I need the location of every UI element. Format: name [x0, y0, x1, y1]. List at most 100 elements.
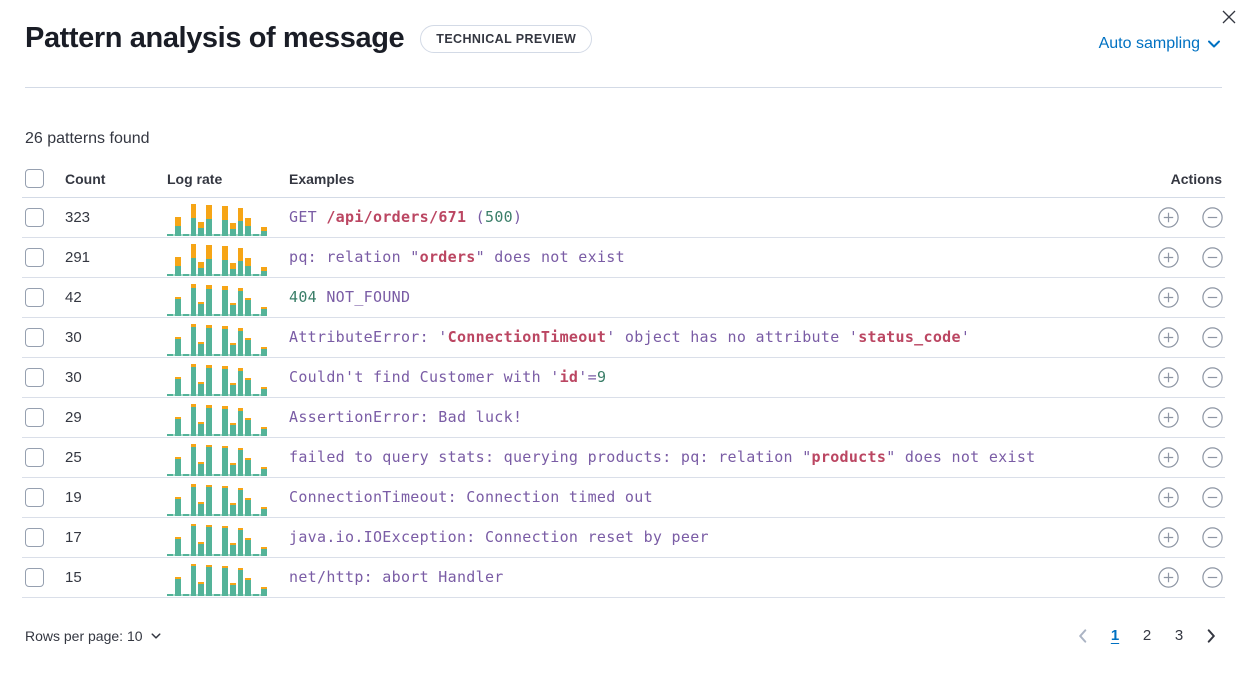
spark-bar-orange-segment — [221, 325, 228, 329]
spark-bar-orange-segment — [229, 582, 236, 585]
log-rate-chart — [167, 520, 267, 556]
spark-bar-teal-segment — [190, 287, 197, 316]
row-checkbox[interactable] — [25, 368, 44, 387]
example-token: orders — [419, 248, 476, 266]
row-checkbox[interactable] — [25, 448, 44, 467]
spark-bar — [237, 207, 244, 236]
add-filter-button[interactable] — [1157, 487, 1179, 508]
add-filter-button[interactable] — [1157, 447, 1179, 468]
row-checkbox[interactable] — [25, 208, 44, 227]
spark-bar-orange-segment — [261, 226, 267, 231]
add-filter-button[interactable] — [1157, 207, 1179, 228]
pattern-count: 17 — [65, 517, 167, 558]
add-filter-button[interactable] — [1157, 407, 1179, 428]
pattern-example: java.io.IOException: Connection reset by… — [289, 528, 709, 546]
chevron-right-icon — [1207, 629, 1215, 643]
row-checkbox[interactable] — [25, 328, 44, 347]
remove-filter-button[interactable] — [1202, 287, 1223, 308]
spark-bar-teal-segment — [198, 503, 205, 516]
spark-bar-teal-segment — [174, 298, 181, 316]
previous-page-button[interactable] — [1072, 627, 1094, 645]
remove-filter-button[interactable] — [1202, 367, 1223, 388]
spark-bar-teal-segment — [229, 228, 236, 236]
spark-bar — [214, 233, 220, 236]
add-filter-button[interactable] — [1157, 367, 1179, 388]
spark-bar-orange-segment — [190, 243, 197, 258]
remove-filter-button[interactable] — [1202, 327, 1223, 348]
close-button[interactable] — [1216, 4, 1242, 30]
row-checkbox[interactable] — [25, 488, 44, 507]
spark-bar-teal-segment — [190, 565, 197, 596]
example-token — [466, 208, 475, 226]
row-checkbox[interactable] — [25, 288, 44, 307]
spark-bar-teal-segment — [214, 393, 220, 396]
spark-bar — [253, 233, 260, 236]
pattern-count: 42 — [65, 277, 167, 318]
spark-bar-orange-segment — [245, 217, 252, 226]
row-checkbox[interactable] — [25, 248, 44, 267]
spark-bar — [261, 306, 267, 316]
pattern-table-body: 323 GET /api/orders/671 (500) — [22, 197, 1225, 598]
spark-bar — [167, 433, 173, 436]
select-all-checkbox[interactable] — [25, 169, 44, 188]
spark-bar — [229, 502, 236, 516]
spark-bar-teal-segment — [198, 383, 205, 396]
spark-bar-teal-segment — [237, 260, 244, 276]
spark-bar — [214, 553, 220, 556]
remove-filter-button[interactable] — [1202, 447, 1223, 468]
spark-bar-teal-segment — [198, 543, 205, 556]
remove-filter-button[interactable] — [1202, 247, 1223, 268]
rows-per-page-button[interactable]: Rows per page: 10 — [25, 628, 162, 644]
row-checkbox[interactable] — [25, 568, 44, 587]
spark-bar-orange-segment — [198, 341, 205, 344]
spark-bar — [198, 261, 205, 276]
spark-bar-orange-segment — [245, 377, 252, 380]
next-page-button[interactable] — [1200, 627, 1222, 645]
remove-filter-button[interactable] — [1202, 567, 1223, 588]
spark-bar-teal-segment — [221, 259, 228, 276]
spark-bar — [253, 433, 260, 436]
sampling-dropdown[interactable]: Auto sampling — [1099, 35, 1222, 53]
page-button-3[interactable]: 3 — [1168, 623, 1190, 649]
add-filter-button[interactable] — [1157, 247, 1179, 268]
page-button-2[interactable]: 2 — [1136, 623, 1158, 649]
spark-bar — [167, 313, 173, 316]
spark-bar — [206, 204, 213, 236]
spark-bar-orange-segment — [206, 564, 213, 567]
remove-filter-button[interactable] — [1202, 407, 1223, 428]
minus-in-circle-icon — [1202, 367, 1223, 388]
spark-bar-orange-segment — [206, 364, 213, 368]
add-filter-button[interactable] — [1157, 287, 1179, 308]
spark-bar-teal-segment — [167, 553, 173, 556]
remove-filter-button[interactable] — [1202, 487, 1223, 508]
pattern-example: ConnectionTimeout: Connection timed out — [289, 488, 653, 506]
remove-filter-button[interactable] — [1202, 527, 1223, 548]
spark-bar — [190, 203, 197, 236]
spark-bar-orange-segment — [229, 382, 236, 385]
add-filter-button[interactable] — [1157, 327, 1179, 348]
spark-bar-orange-segment — [261, 506, 267, 509]
spark-bar-teal-segment — [206, 526, 213, 556]
add-filter-button[interactable] — [1157, 567, 1179, 588]
row-checkbox[interactable] — [25, 408, 44, 427]
spark-bar-teal-segment — [206, 288, 213, 316]
page-button-1[interactable]: 1 — [1104, 623, 1126, 649]
pattern-example: Couldn't find Customer with 'id'=9 — [289, 368, 606, 386]
minus-in-circle-icon — [1202, 287, 1223, 308]
spark-bar-teal-segment — [182, 553, 189, 556]
row-checkbox[interactable] — [25, 528, 44, 547]
add-filter-button[interactable] — [1157, 527, 1179, 548]
spark-bar-teal-segment — [190, 525, 197, 556]
table-row: 25 failed to query stats: querying produ… — [22, 437, 1225, 478]
spark-bar — [198, 421, 205, 436]
spark-bar-teal-segment — [245, 379, 252, 396]
spark-bar-teal-segment — [221, 219, 228, 236]
remove-filter-button[interactable] — [1202, 207, 1223, 228]
spark-bar-orange-segment — [206, 444, 213, 447]
log-rate-chart — [167, 320, 267, 356]
spark-bar-orange-segment — [206, 404, 213, 408]
spark-bar — [198, 461, 205, 476]
